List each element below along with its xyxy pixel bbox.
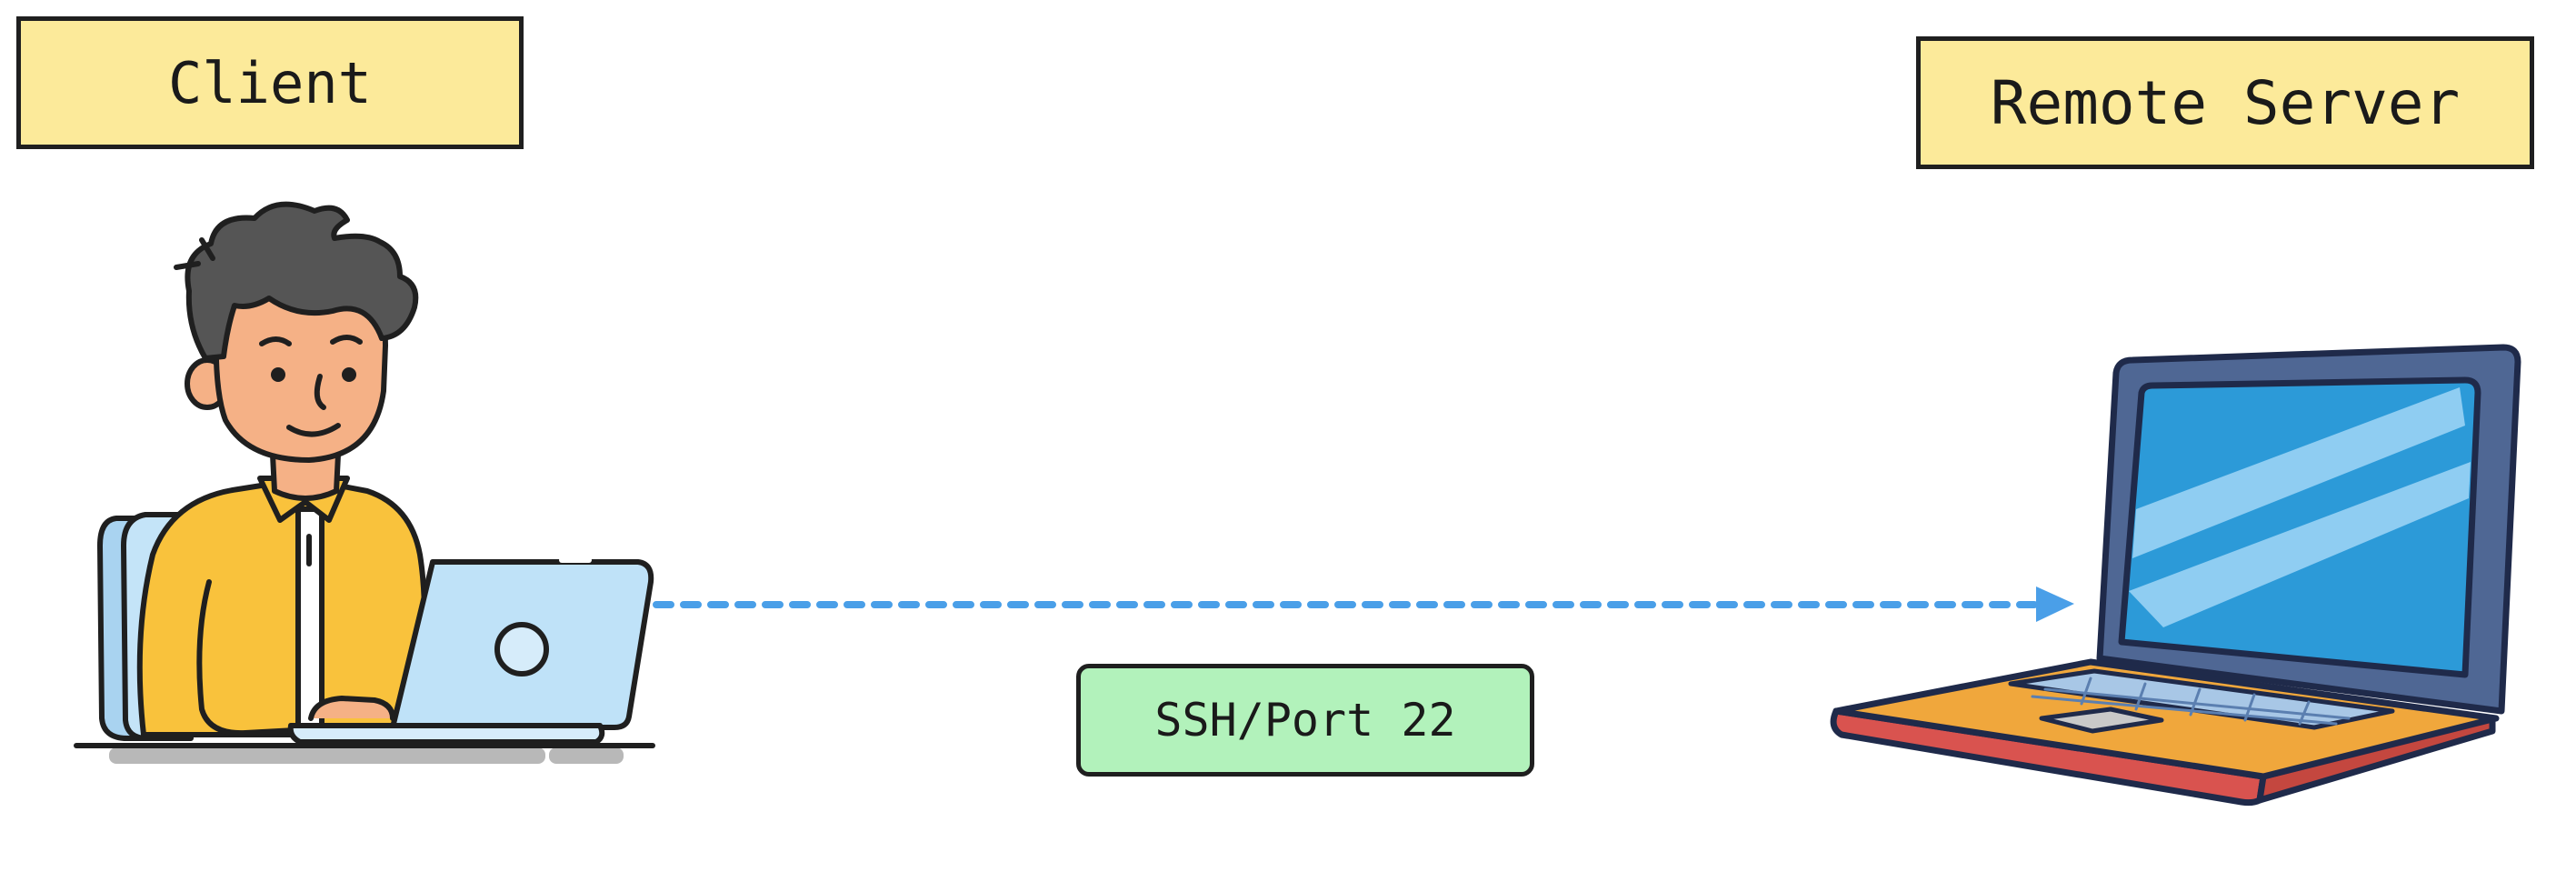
ssh-connection-arrow	[653, 586, 2074, 622]
remote-server-label-text: Remote Server	[1990, 67, 2461, 138]
arrowhead-icon	[2036, 586, 2074, 622]
client-laptop-icon	[287, 557, 654, 745]
server-laptop-icon	[1830, 344, 2521, 807]
client-label: Client	[16, 16, 524, 149]
ssh-port-label-text: SSH/Port 22	[1154, 694, 1456, 747]
client-person-icon	[74, 201, 655, 764]
client-label-text: Client	[168, 49, 372, 116]
ssh-port-label: SSH/Port 22	[1076, 664, 1534, 777]
remote-server-label: Remote Server	[1916, 36, 2534, 169]
